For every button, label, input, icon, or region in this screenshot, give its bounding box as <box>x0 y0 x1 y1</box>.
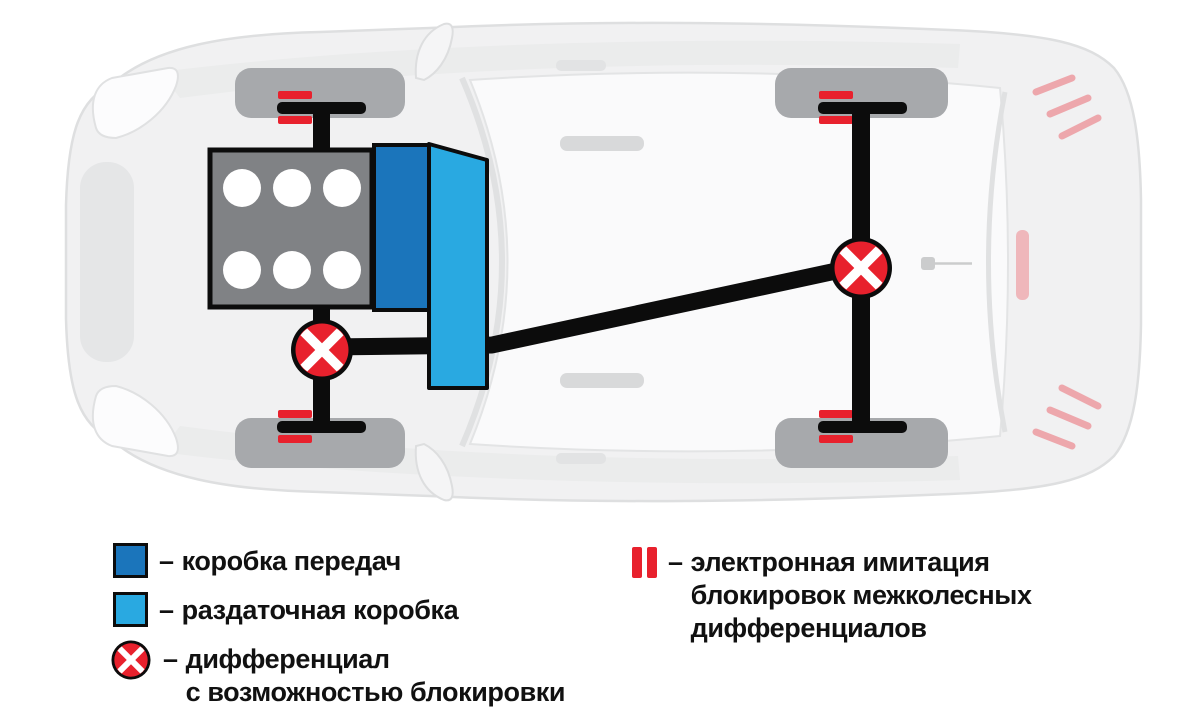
tail-light-top <box>1032 74 1102 140</box>
engine <box>207 147 375 310</box>
lock-mark <box>278 91 312 99</box>
electronic-lock-marks <box>278 91 853 443</box>
legend-item-electronic-locks: – электронная имитация блокировок межкол… <box>632 546 1032 645</box>
legend-label: коробка передач <box>181 546 402 576</box>
rear-window-line <box>986 91 1008 433</box>
door-handle-bottom <box>556 453 606 464</box>
legend-item-differential: – дифференциал с возможностью блокировки <box>110 639 566 709</box>
legend-item-gearbox: – коробка передач <box>113 543 401 578</box>
lock-mark <box>819 435 853 443</box>
legend-label: дифференциал <box>185 644 390 674</box>
legend-dash: – <box>163 644 178 674</box>
car-body <box>64 21 1143 503</box>
transfer-case <box>427 142 489 390</box>
transfer-case-swatch <box>113 592 148 627</box>
red-double-bars-swatch <box>632 547 657 578</box>
lock-mark <box>278 410 312 418</box>
hub-bar-rear-left <box>818 102 907 114</box>
body-bottom-band <box>160 426 960 484</box>
headlight-top <box>91 66 179 140</box>
differential-swatch <box>110 639 152 681</box>
mirror-bottom <box>414 442 454 502</box>
center-brake-light <box>1016 230 1029 300</box>
hub-bar-front-right <box>277 421 366 433</box>
legend-label: электронная имитация <box>690 547 990 577</box>
door-handle-top <box>556 60 606 71</box>
red-bar <box>647 547 657 578</box>
lock-mark <box>819 91 853 99</box>
mirror-top <box>414 22 454 82</box>
windshield-line <box>459 76 505 448</box>
propeller-shaft <box>325 259 852 356</box>
front-differential <box>291 319 353 381</box>
tail-light-bottom <box>1032 384 1102 450</box>
legend-label-line2: блокировок межколесных <box>690 580 1032 610</box>
legend-item-transfer-case: – раздаточная коробка <box>113 592 459 627</box>
gearbox-swatch <box>113 543 148 578</box>
gearbox <box>372 143 433 312</box>
front-grille-shade <box>80 162 134 362</box>
hub-bar-front-left <box>277 102 366 114</box>
rear-differential <box>830 237 892 299</box>
legend-label: раздаточная коробка <box>181 595 459 625</box>
red-bar <box>632 547 642 578</box>
legend-label-line3: дифференциалов <box>690 613 927 643</box>
headlight-bottom <box>91 384 179 458</box>
lock-mark <box>278 435 312 443</box>
lock-mark <box>819 116 853 124</box>
lock-mark <box>819 410 853 418</box>
antenna-detail <box>921 257 972 270</box>
legend-dash: – <box>159 595 174 625</box>
engine-cylinders <box>223 169 361 289</box>
roof-rail-bottom <box>560 373 644 388</box>
legend-dash: – <box>159 546 174 576</box>
body-top-band <box>160 40 960 98</box>
hub-bar-rear-right <box>818 421 907 433</box>
lock-mark <box>278 116 312 124</box>
legend-dash: – <box>668 547 683 577</box>
legend-label-line2: с возможностью блокировки <box>185 677 566 707</box>
roof-rail-top <box>560 136 644 151</box>
